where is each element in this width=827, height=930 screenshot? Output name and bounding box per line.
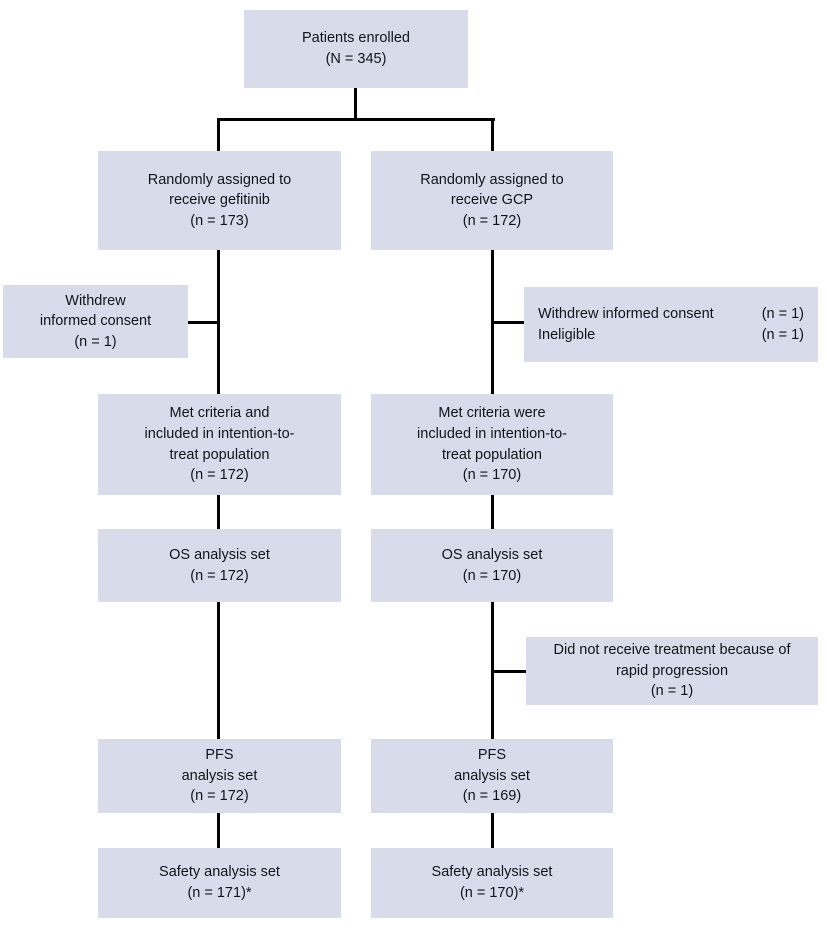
node-safety-analysis-set-right-text: Safety analysis set (n = 170)* xyxy=(431,864,553,901)
connector-left-itt-to-os xyxy=(217,495,220,530)
node-randomly-assigned-gcp: Randomly assigned to receive GCP (n = 17… xyxy=(371,151,613,250)
node-excluded-right: Withdrew informed consent (n = 1) Inelig… xyxy=(524,287,818,362)
node-pfs-analysis-set-right: PFS analysis set (n = 169) xyxy=(371,739,613,813)
connector-right-exclusion-stub xyxy=(491,321,526,324)
connector-split-to-left-arm xyxy=(217,118,220,152)
node-excluded-left: Withdrew informed consent (n = 1) xyxy=(3,285,188,358)
node-safety-analysis-set-left: Safety analysis set (n = 171)* xyxy=(98,848,341,918)
node-pfs-analysis-set-left-text: PFS analysis set (n = 172) xyxy=(181,747,258,805)
node-itt-left-text: Met criteria and included in intention-t… xyxy=(144,405,295,484)
node-os-analysis-set-right: OS analysis set (n = 170) xyxy=(371,529,613,602)
node-patients-enrolled: Patients enrolled (N = 345) xyxy=(244,10,468,88)
connector-left-exclusion-stub xyxy=(186,321,219,324)
connector-right-no-treatment-stub xyxy=(491,670,526,673)
node-no-treatment-right-text: Did not receive treatment because of rap… xyxy=(553,642,791,700)
node-pfs-analysis-set-left: PFS analysis set (n = 172) xyxy=(98,739,341,813)
excluded-right-row-count: (n = 1) xyxy=(761,305,804,322)
excluded-right-row: Withdrew informed consent (n = 1) xyxy=(538,304,804,325)
excluded-right-row: Ineligible (n = 1) xyxy=(538,325,804,346)
connector-split-horizontal xyxy=(217,118,495,121)
node-no-treatment-right: Did not receive treatment because of rap… xyxy=(526,637,818,705)
connector-split-to-right-arm xyxy=(491,118,494,152)
excluded-right-row-label: Ineligible xyxy=(538,326,596,343)
node-randomly-assigned-gefitinib-text: Randomly assigned to receive gefitinib (… xyxy=(147,171,292,229)
connector-enrolled-down xyxy=(354,88,357,120)
node-os-analysis-set-right-text: OS analysis set (n = 170) xyxy=(441,546,543,584)
node-patients-enrolled-text: Patients enrolled (N = 345) xyxy=(301,30,410,67)
node-pfs-analysis-set-right-text: PFS analysis set (n = 169) xyxy=(454,747,530,805)
connector-right-pfs-to-safety xyxy=(491,813,494,849)
node-excluded-left-text: Withdrew informed consent (n = 1) xyxy=(39,292,152,350)
node-randomly-assigned-gefitinib: Randomly assigned to receive gefitinib (… xyxy=(98,151,341,250)
node-itt-right: Met criteria were included in intention-… xyxy=(371,394,613,495)
node-itt-right-text: Met criteria were included in intention-… xyxy=(417,405,567,484)
excluded-right-row-count: (n = 1) xyxy=(761,326,804,343)
connector-left-pfs-to-safety xyxy=(217,813,220,849)
node-os-analysis-set-left: OS analysis set (n = 172) xyxy=(98,529,341,602)
node-os-analysis-set-left-text: OS analysis set (n = 172) xyxy=(169,546,270,584)
node-itt-left: Met criteria and included in intention-t… xyxy=(98,394,341,495)
excluded-right-row-label: Withdrew informed consent xyxy=(538,305,714,322)
node-excluded-right-rows: Withdrew informed consent (n = 1) Inelig… xyxy=(538,304,804,345)
node-safety-analysis-set-right: Safety analysis set (n = 170)* xyxy=(371,848,613,918)
connector-right-itt-to-os xyxy=(491,495,494,530)
node-randomly-assigned-gcp-text: Randomly assigned to receive GCP (n = 17… xyxy=(420,171,564,229)
node-safety-analysis-set-left-text: Safety analysis set (n = 171)* xyxy=(159,864,280,901)
connector-left-os-to-pfs xyxy=(217,602,220,740)
